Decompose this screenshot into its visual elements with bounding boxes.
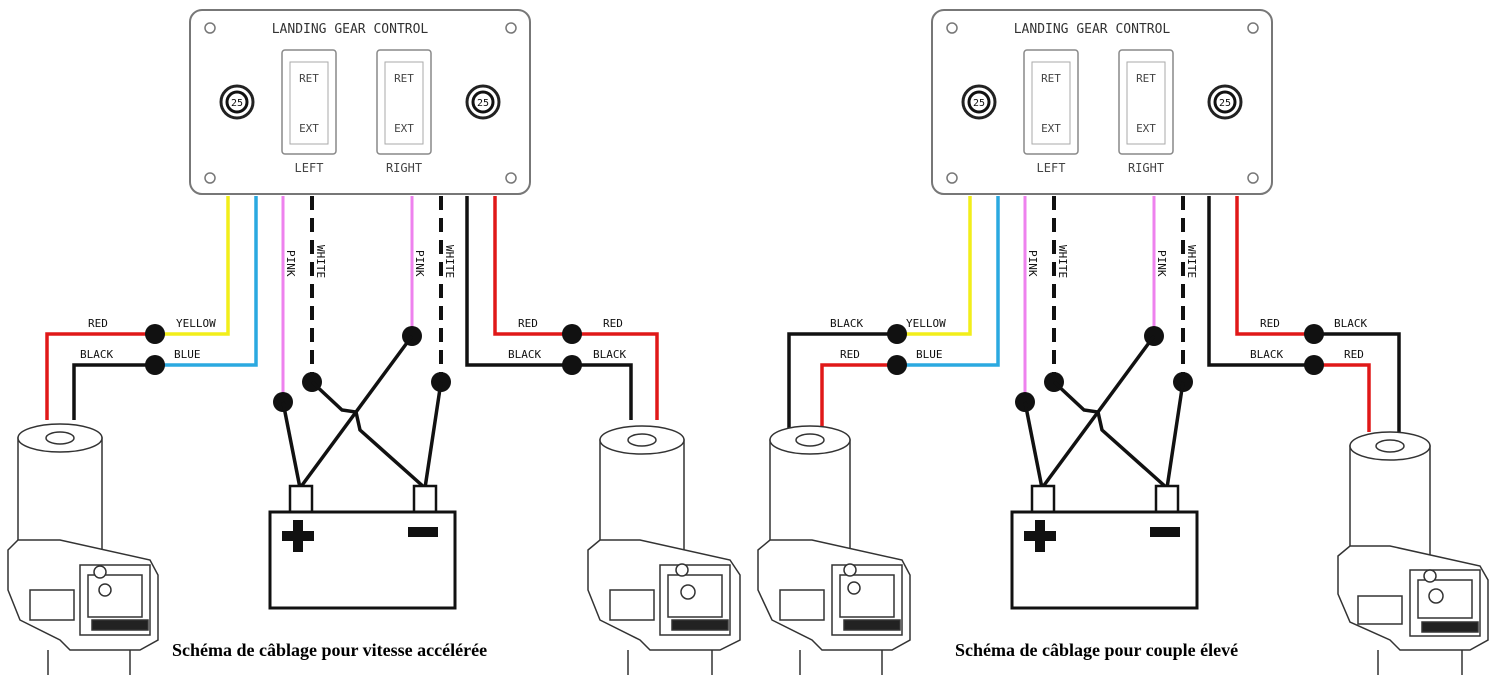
breaker-left: 25 — [961, 84, 997, 120]
label-right-out-top: BLACK — [1334, 317, 1367, 330]
wire-red-right-in — [493, 196, 572, 336]
switch-ext-label: EXT — [299, 122, 319, 135]
switch-ret-label: RET — [1136, 72, 1156, 85]
panel-title: LANDING GEAR CONTROL — [1014, 22, 1171, 37]
breaker-label: 25 — [1219, 98, 1231, 109]
wire-battery — [310, 380, 427, 490]
switch-ext-label: EXT — [1041, 122, 1061, 135]
label-left-top: RED — [88, 317, 108, 330]
label-right-out-bottom: BLACK — [593, 348, 626, 361]
panel-title: LANDING GEAR CONTROL — [272, 22, 429, 37]
caption-speed: Schéma de câblage pour vitesse accélérée — [172, 640, 488, 660]
breaker-left: 25 — [219, 84, 255, 120]
wire-yellow — [897, 196, 972, 336]
wire-battery — [1165, 381, 1185, 489]
connector — [887, 324, 907, 344]
wire-blue — [155, 196, 258, 367]
battery — [1010, 484, 1199, 610]
label-blue: BLUE — [916, 348, 943, 361]
label-pink: PINK — [284, 250, 297, 277]
diagram-speed: LANDING GEAR CONTROL 25 25 RET EXT LEFT … — [7, 9, 741, 675]
label-yellow: YELLOW — [176, 317, 216, 330]
switch-label-right: RIGHT — [386, 161, 422, 175]
caption-torque: Schéma de câblage pour couple élevé — [955, 640, 1239, 660]
breaker-label: 25 — [477, 98, 489, 109]
switch-ext-label: EXT — [1136, 122, 1156, 135]
switch-label-left: LEFT — [1037, 161, 1066, 175]
connector — [562, 355, 582, 375]
breaker-label: 25 — [231, 98, 243, 109]
wire-battery — [281, 401, 302, 489]
label-right-in-bottom: BLACK — [508, 348, 541, 361]
label-left-bottom: RED — [840, 348, 860, 361]
label-blue: BLUE — [174, 348, 201, 361]
connector — [145, 355, 165, 375]
label-white: WHITE — [443, 245, 456, 278]
motor-left — [757, 425, 911, 675]
plus-icon — [282, 520, 314, 552]
wire-red-right-in — [1235, 196, 1314, 336]
switch-ret-label: RET — [394, 72, 414, 85]
wire-black-right-in — [465, 196, 572, 367]
motor-right — [587, 425, 741, 675]
label-white: WHITE — [1056, 245, 1069, 278]
connector — [887, 355, 907, 375]
label-pink: PINK — [1155, 250, 1168, 277]
wire-black-left — [787, 332, 897, 428]
control-panel — [931, 9, 1273, 195]
minus-icon — [408, 527, 438, 537]
wire-red-right-out — [572, 332, 659, 420]
connector — [145, 324, 165, 344]
wire-black-right-out — [1314, 332, 1401, 432]
switch-ext-label: EXT — [394, 122, 414, 135]
motor-left — [7, 423, 159, 675]
wire-battery — [423, 381, 443, 489]
label-left-top: BLACK — [830, 317, 863, 330]
wire-black-left — [72, 363, 155, 420]
label-right-in-bottom: BLACK — [1250, 348, 1283, 361]
label-white: WHITE — [314, 245, 327, 278]
switch-left: RET EXT LEFT — [281, 49, 337, 175]
label-right-out-bottom: RED — [1344, 348, 1364, 361]
breaker-right: 25 — [1207, 84, 1243, 120]
minus-icon — [1150, 527, 1180, 537]
label-right-out-top: RED — [603, 317, 623, 330]
label-right-in-top: RED — [518, 317, 538, 330]
label-yellow: YELLOW — [906, 317, 946, 330]
breaker-right: 25 — [465, 84, 501, 120]
wire-blue — [897, 196, 1000, 367]
motor-right — [1337, 431, 1489, 675]
control-panel — [189, 9, 531, 195]
battery — [268, 484, 457, 610]
switch-ret-label: RET — [1041, 72, 1061, 85]
wire-red-left — [45, 332, 155, 420]
switch-right: RET EXT RIGHT — [376, 49, 432, 175]
breaker-label: 25 — [973, 98, 985, 109]
label-pink: PINK — [413, 250, 426, 277]
wire-red-left — [820, 363, 897, 428]
label-pink: PINK — [1026, 250, 1039, 277]
label-white: WHITE — [1185, 245, 1198, 278]
wire-red-right-out — [1314, 363, 1371, 432]
label-right-in-top: RED — [1260, 317, 1280, 330]
wire-black-right-out — [572, 363, 633, 420]
wire-battery — [1052, 380, 1169, 490]
switch-ret-label: RET — [299, 72, 319, 85]
connector — [1304, 324, 1324, 344]
diagram-torque: LANDING GEAR CONTROL 25 25 RET EXT LEFT … — [757, 9, 1489, 675]
switch-left: RET EXT LEFT — [1023, 49, 1079, 175]
label-left-bottom: BLACK — [80, 348, 113, 361]
connector — [562, 324, 582, 344]
wire-black-right-in — [1207, 196, 1314, 367]
wire-yellow — [155, 196, 230, 336]
plus-icon — [1024, 520, 1056, 552]
switch-label-right: RIGHT — [1128, 161, 1164, 175]
switch-right: RET EXT RIGHT — [1118, 49, 1174, 175]
wire-battery — [1023, 401, 1044, 489]
connector — [1304, 355, 1324, 375]
switch-label-left: LEFT — [295, 161, 324, 175]
